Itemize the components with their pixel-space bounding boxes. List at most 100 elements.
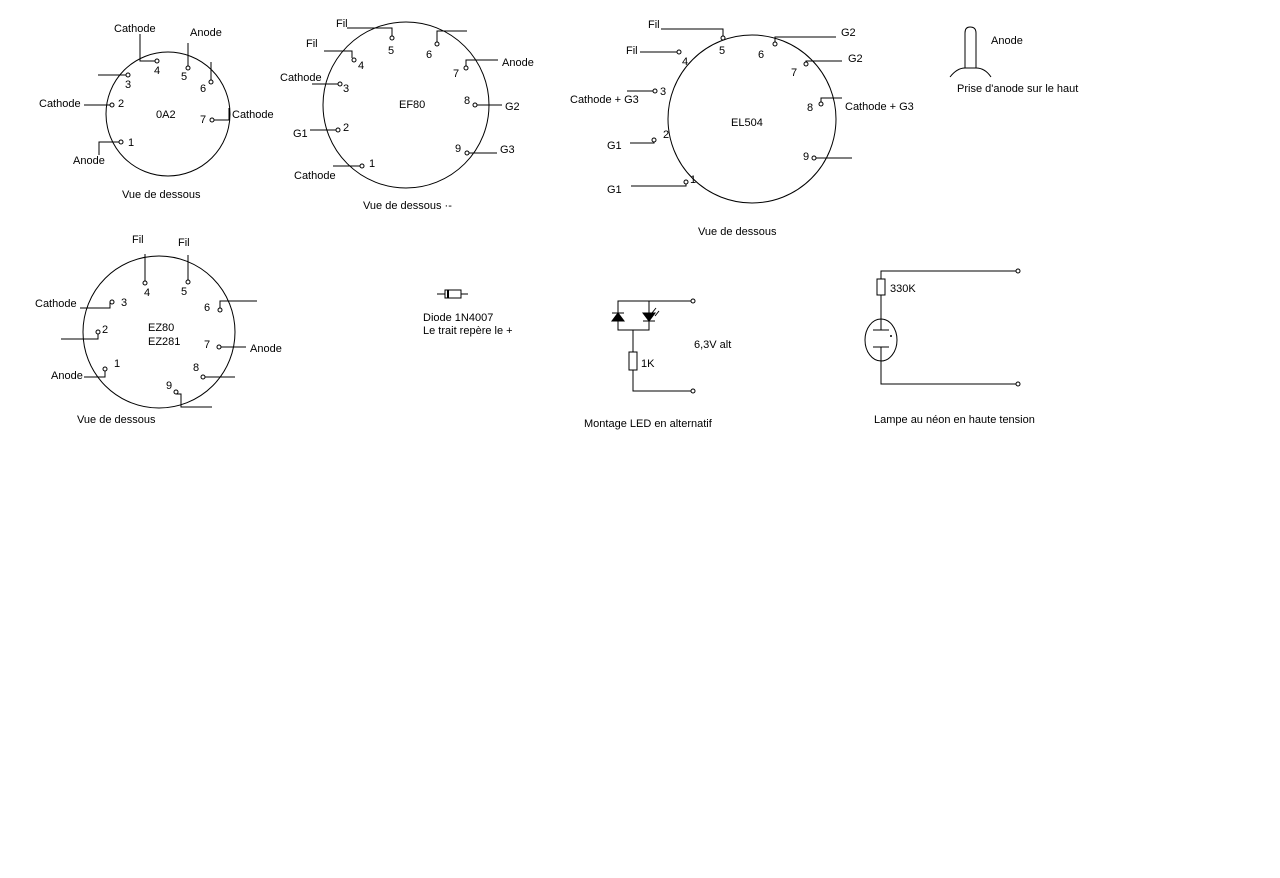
pin-0a2-7-number: 7 <box>200 114 206 126</box>
pin-0a2-1-label: Anode <box>73 155 105 167</box>
pin-ef80-4-label: Fil <box>306 38 318 50</box>
pin-ez80-3-number: 3 <box>121 297 127 309</box>
pin-ef80-9 <box>464 150 470 156</box>
pin-0a2-6-number: 6 <box>200 83 206 95</box>
pin-el504-9-number: 9 <box>803 151 809 163</box>
pin-ez80-7-number: 7 <box>204 339 210 351</box>
led-symbol-icon <box>642 312 656 322</box>
pin-ez80-4-label: Fil <box>132 234 144 246</box>
tube-ez80-name: EZ80 <box>148 322 174 334</box>
led-circuit: 1K 6,3V alt Montage LED en alternatif <box>584 298 731 430</box>
tube-0a2-view-caption: Vue de dessous <box>122 189 201 201</box>
anode-cap-caption: Prise d'anode sur le haut <box>957 83 1078 95</box>
pin-ef80-3-number: 3 <box>343 83 349 95</box>
pin-ez80-3 <box>109 299 115 305</box>
pin-ef80-8-label: G2 <box>505 101 520 113</box>
pin-el504-4-label: Fil <box>626 45 638 57</box>
tube-el504-view-caption: Vue de dessous <box>698 226 777 238</box>
pin-ef80-9-label: G3 <box>500 144 515 156</box>
tube-0a2-outline <box>105 51 231 177</box>
diode-note: Le trait repère le + <box>423 325 513 337</box>
pin-ef80-6 <box>434 41 440 47</box>
pin-el504-1-number: 1 <box>690 174 696 186</box>
pin-ef80-4 <box>351 57 357 63</box>
pin-el504-3-label: Cathode + G3 <box>570 94 639 106</box>
pin-ez80-5-number: 5 <box>181 286 187 298</box>
anode-cap: Anode Prise d'anode sur le haut <box>949 26 1078 95</box>
led-circuit-caption: Montage LED en alternatif <box>584 418 713 430</box>
neon-circuit: 330K Lampe au néon en haute tension <box>864 268 1035 426</box>
neon-resistor-value: 330K <box>890 283 916 295</box>
pin-0a2-4 <box>154 58 160 64</box>
pin-ez80-7-label: Anode <box>250 343 282 355</box>
pin-0a2-3 <box>125 72 131 78</box>
pin-0a2-4-number: 4 <box>154 65 160 77</box>
pin-ef80-2-number: 2 <box>343 122 349 134</box>
anode-cap-icon <box>964 26 977 68</box>
pin-ef80-2 <box>335 127 341 133</box>
pin-0a2-5-label: Anode <box>190 27 222 39</box>
pin-ef80-7-number: 7 <box>453 68 459 80</box>
pin-0a2-3-number: 3 <box>125 79 131 91</box>
pin-ef80-3 <box>337 81 343 87</box>
pin-0a2-5-number: 5 <box>181 71 187 83</box>
pin-ef80-5-number: 5 <box>388 45 394 57</box>
neon-terminal-bottom <box>1015 381 1021 387</box>
pin-el504-5-label: Fil <box>648 19 660 31</box>
pin-ez80-5 <box>185 279 191 285</box>
tube-0a2-name: 0A2 <box>156 109 176 121</box>
pin-el504-2-label: G1 <box>607 140 622 152</box>
pin-0a2-5 <box>185 65 191 71</box>
pin-el504-2 <box>651 137 657 143</box>
pin-ef80-1 <box>359 163 365 169</box>
pin-el504-8-label: Cathode + G3 <box>845 101 914 113</box>
pin-el504-6-label: G2 <box>841 27 856 39</box>
pin-ef80-2-label: G1 <box>293 128 308 140</box>
pin-ez80-1-number: 1 <box>114 358 120 370</box>
pin-0a2-2 <box>109 102 115 108</box>
pin-el504-4 <box>676 49 682 55</box>
pin-el504-9 <box>811 155 817 161</box>
pin-el504-1-label: G1 <box>607 184 622 196</box>
tube-el504-outline <box>667 34 837 204</box>
pin-ez80-6 <box>217 307 223 313</box>
pin-ef80-7-label: Anode <box>502 57 534 69</box>
tube-el504: EL504 5 Fil 6 G2 4 Fil 7 G2 3 Cathode + … <box>570 19 914 238</box>
diode-symbol-icon <box>611 312 625 322</box>
pin-ez80-1 <box>102 366 108 372</box>
tube-ez80-view-caption: Vue de dessous <box>77 414 156 426</box>
pin-ef80-4-number: 4 <box>358 60 364 72</box>
pin-ef80-1-label: Cathode <box>294 170 336 182</box>
pin-el504-7-number: 7 <box>791 67 797 79</box>
pin-ez80-3-label: Cathode <box>35 298 77 310</box>
tube-ez80-outline <box>82 255 236 409</box>
pin-el504-3-number: 3 <box>660 86 666 98</box>
tube-ef80-view-caption: Vue de dessous ·- <box>363 200 452 212</box>
tube-ef80: EF80 5 Fil 6 4 Fil 7 Anode 3 Cathode 8 G… <box>280 18 534 212</box>
pin-ez80-5-label: Fil <box>178 237 190 249</box>
pin-el504-3 <box>652 88 658 94</box>
pin-ez80-1-label: Anode <box>51 370 83 382</box>
pin-0a2-4-label: Cathode <box>114 23 156 35</box>
pin-el504-8 <box>818 101 824 107</box>
pin-el504-8-number: 8 <box>807 102 813 114</box>
pin-ef80-9-number: 9 <box>455 143 461 155</box>
pin-el504-2-number: 2 <box>663 129 669 141</box>
pin-ez80-9 <box>173 389 179 395</box>
pin-ef80-5 <box>389 35 395 41</box>
pin-el504-5-number: 5 <box>719 45 725 57</box>
resistor-330k-icon <box>876 278 886 296</box>
pin-ef80-5-label: Fil <box>336 18 348 30</box>
pin-0a2-7-label: Cathode <box>232 109 274 121</box>
pin-ez80-8 <box>200 374 206 380</box>
tube-0a2: 0A2 4 Cathode 5 Anode 6 3 2 Cathode 1 An… <box>39 23 274 201</box>
diode-label: Diode 1N4007 <box>423 312 493 324</box>
pin-el504-7 <box>803 61 809 67</box>
pin-el504-7-label: G2 <box>848 53 863 65</box>
pin-0a2-1 <box>118 139 124 145</box>
tube-el504-name: EL504 <box>731 117 763 129</box>
pin-0a2-6 <box>208 79 214 85</box>
pin-ef80-6-number: 6 <box>426 49 432 61</box>
pin-0a2-2-number: 2 <box>118 98 124 110</box>
